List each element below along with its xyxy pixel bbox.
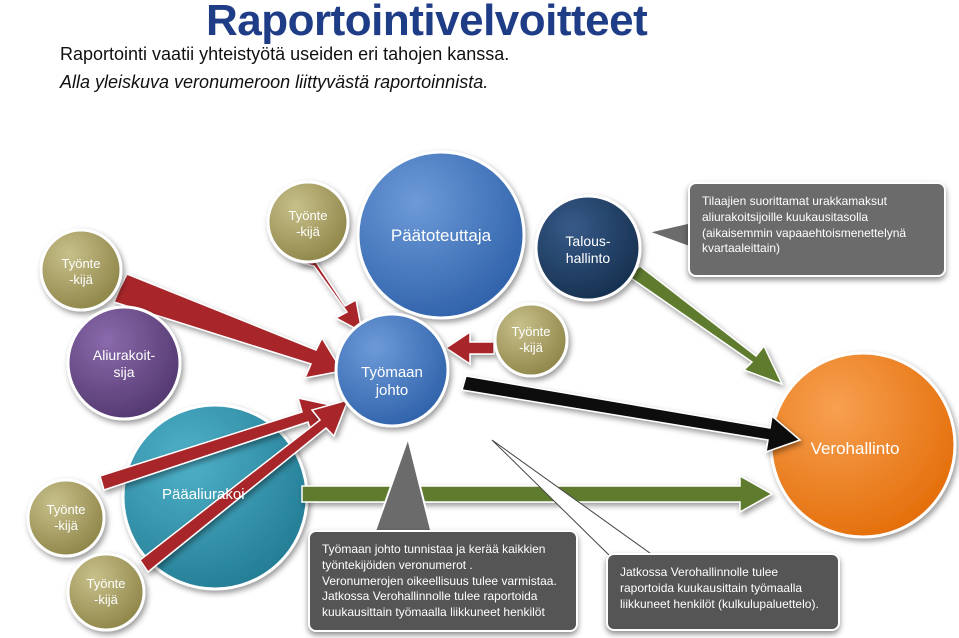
worker-top-circle (266, 180, 350, 264)
main-contractor-circle (356, 150, 526, 320)
worker-left-circle (39, 228, 123, 312)
worker-top-label: Työnte -kijä (288, 208, 328, 239)
subtitle-line-1: Raportointi vaatii yhteistyötä useiden e… (60, 44, 510, 64)
worker-mid-circle (493, 302, 569, 378)
worker-bottom-label: Työnte -kijä (86, 576, 126, 607)
callout-bottom-center: Työmaan johto tunnistaa ja kerää kaikkie… (308, 530, 578, 632)
arrow-worker-mid-to-site (444, 330, 495, 366)
site-management-label: Työmaan johto (361, 364, 423, 399)
tax-admin-label: Verohallinto (810, 438, 900, 458)
site-management-circle (334, 312, 450, 428)
arrow-worker-top-to-site (295, 255, 364, 334)
worker-bottom-circle (66, 552, 146, 632)
worker-bl-circle (26, 478, 106, 558)
arrow-worker-bl-to-site (99, 397, 337, 491)
arrow-site-to-tax (461, 375, 802, 454)
subtitle-line-2: Alla yleiskuva veronumeroon liittyvästä … (60, 72, 489, 92)
finance-label: Talous- hallinto (565, 233, 611, 266)
subcontractor-label: Aliurakoit- sija (92, 347, 156, 380)
arrow-prime-sub-to-tax (301, 474, 774, 514)
page-title: Raportointivelvoitteet (206, 0, 648, 45)
worker-mid-label: Työnte -kijä (511, 324, 551, 355)
main-contractor-label: Päätoteuttaja (390, 225, 492, 245)
arrow-finance-to-tax (626, 265, 784, 386)
worker-left-label: Työnte -kijä (61, 256, 101, 287)
arrow-worker-bottom-to-site (138, 398, 350, 574)
worker-bl-label: Työnte -kijä (46, 502, 86, 533)
callout-top-pointer (644, 220, 693, 250)
callout-top-right: Tilaajien suorittamat urakkamaksut aliur… (688, 182, 946, 277)
prime-sub-label: Pääaliurakoitsija (162, 486, 244, 503)
subcontractor-circle (66, 305, 182, 421)
finance-circle (534, 194, 642, 302)
callout-bottom-right: Jatkossa Verohallinnolle tulee raportoid… (606, 553, 840, 631)
